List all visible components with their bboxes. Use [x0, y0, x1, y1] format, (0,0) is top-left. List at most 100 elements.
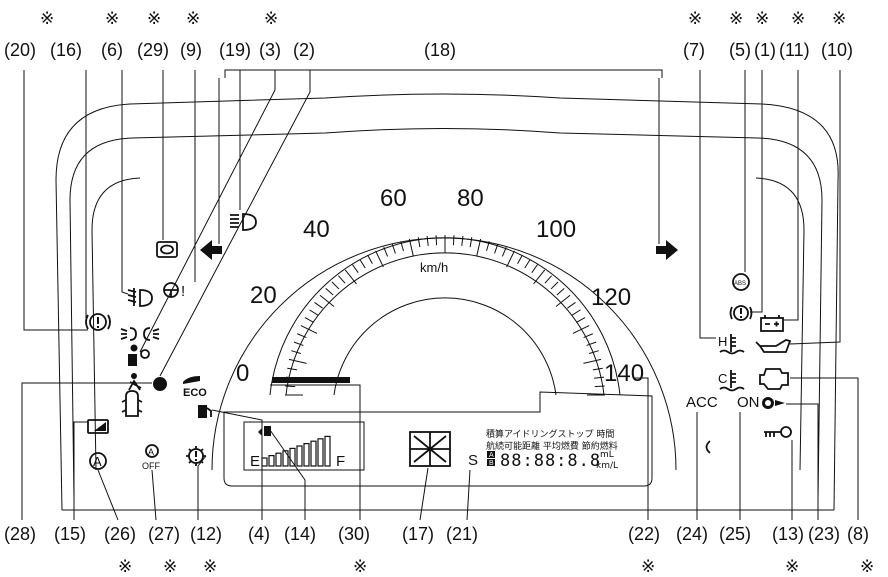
turn-signal-right-icon [656, 240, 678, 260]
callout-16: (16) [50, 40, 82, 60]
svg-text:C: C [718, 371, 727, 386]
power-steering-warning-icon [156, 241, 178, 258]
speed-tick [476, 238, 482, 257]
seatbelt-warning-icon [128, 373, 142, 391]
speed-tick [408, 238, 414, 257]
callout-1: (1) [754, 40, 776, 60]
low-beam-icon [230, 213, 257, 231]
callout-14: (14) [284, 524, 316, 544]
callout-15: (15) [54, 524, 86, 544]
speed-tick [319, 294, 335, 307]
callout-7-note: ※ [688, 9, 702, 29]
speed-tick [583, 333, 594, 339]
callout-11: (11) [779, 40, 810, 60]
abs-warning-icon: ABS [732, 273, 750, 291]
speed-tick [572, 325, 590, 334]
callout-18: (18) [424, 40, 456, 60]
speed-tick [556, 288, 565, 296]
fuel-bar [282, 450, 289, 467]
speed-tick [300, 325, 318, 334]
callout-27-note: ※ [163, 557, 177, 577]
trip-a-box [487, 451, 495, 458]
charge-warning-icon [760, 315, 784, 332]
speed-tick [288, 358, 307, 364]
callout-13-note: ※ [785, 557, 799, 577]
callout-3-note: ※ [264, 9, 278, 29]
trip-b-letter: B [489, 460, 494, 467]
callout-labels-top: ※ ※ ※ ※ ※ ※ ※ ※ ※ ※ (20) (16) (6) (29) (… [4, 9, 853, 60]
fuel-bar [289, 447, 296, 467]
display-heading-1: 積算アイドリングストップ 時間 [486, 428, 614, 440]
fuel-bar [324, 435, 331, 467]
callout-labels-bottom: (28) (15) (26) (27) (12) (4) (14) (30) (… [4, 524, 874, 577]
auto-stop-letter: A [93, 454, 102, 469]
auto-stop-off-letter: A [148, 447, 154, 457]
callout-28: (28) [4, 524, 36, 544]
on-indicator: ON [737, 394, 760, 411]
speed-tick [344, 269, 357, 285]
speed-tick [314, 302, 323, 309]
master-warning-dot-icon [153, 377, 167, 391]
display-heading-2: 航続可能距離 平均燃費 節約燃料 [486, 440, 618, 452]
mode-letter: S [468, 452, 478, 469]
speed-tick [571, 309, 581, 316]
speed-label-40: 40 [303, 216, 330, 243]
speed-tick [352, 264, 359, 273]
callout-10: (10) [821, 40, 853, 60]
brake-system-warning-icon [729, 305, 753, 321]
segment-readout: 88:88:8.8 [500, 451, 601, 471]
callout-22-note: ※ [641, 557, 655, 577]
callout-19: (19) [219, 40, 251, 60]
check-engine-icon [759, 368, 789, 390]
speed-label-20: 20 [250, 282, 277, 309]
immobilizer-icon [87, 419, 109, 434]
speed-tick [469, 237, 473, 248]
speed-tick [287, 367, 298, 371]
brake-warning-icon [85, 313, 111, 331]
speedometer: 0 20 40 60 80 100 120 140 km/h [211, 185, 677, 471]
callout-20: (20) [4, 40, 36, 60]
eco-indicator: ECO [183, 376, 207, 399]
callout-26-note: ※ [118, 557, 132, 577]
auto-stop-off-icon: A OFF [142, 444, 160, 471]
speed-tick [331, 281, 340, 290]
callout-2: (2) [293, 40, 315, 60]
speed-tick [550, 281, 559, 290]
speed-tick [533, 269, 546, 285]
speed-tick [583, 358, 602, 364]
speed-tick [517, 254, 523, 264]
speed-tick [524, 259, 531, 269]
fuel-empty-label: E [250, 453, 260, 470]
callout-12-note: ※ [203, 557, 217, 577]
info-display: E F S 積算アイドリングストップ 時間 航続可能距離 平均燃費 節約燃料 A… [223, 391, 653, 487]
speedometer-minor-ticks [285, 235, 605, 396]
auto-stop-off-text: OFF [142, 461, 160, 471]
callout-8-note: ※ [860, 557, 874, 577]
low-fuel-icon [198, 405, 212, 418]
turn-signal-left-icon [200, 240, 222, 260]
callout-8: (8) [847, 524, 869, 544]
speed-label-140: 140 [604, 360, 644, 387]
speed-tick [501, 246, 507, 257]
acc-indicator: ACC [686, 394, 718, 411]
fuel-gauge-bars [261, 435, 331, 467]
callout-16-note: ※ [40, 9, 54, 29]
speed-tick [435, 235, 438, 246]
callout-6: (6) [101, 40, 123, 60]
callout-5-note: ※ [729, 9, 743, 29]
callout-9: (9) [180, 40, 202, 60]
airbag-warning-icon [128, 344, 150, 366]
speed-tick [325, 288, 334, 296]
speed-unit: km/h [420, 260, 448, 275]
speed-label-80: 80 [457, 185, 484, 212]
speed-tick [461, 235, 464, 246]
speed-tick [291, 350, 302, 354]
speed-tick [555, 294, 571, 307]
speed-tick [586, 341, 597, 346]
speed-tick [296, 333, 307, 339]
callout-25: (25) [719, 524, 751, 544]
fuel-pump-icon [258, 426, 271, 436]
speed-tick [285, 385, 296, 388]
cluster-bezel [55, 93, 839, 511]
speed-tick [426, 235, 429, 246]
